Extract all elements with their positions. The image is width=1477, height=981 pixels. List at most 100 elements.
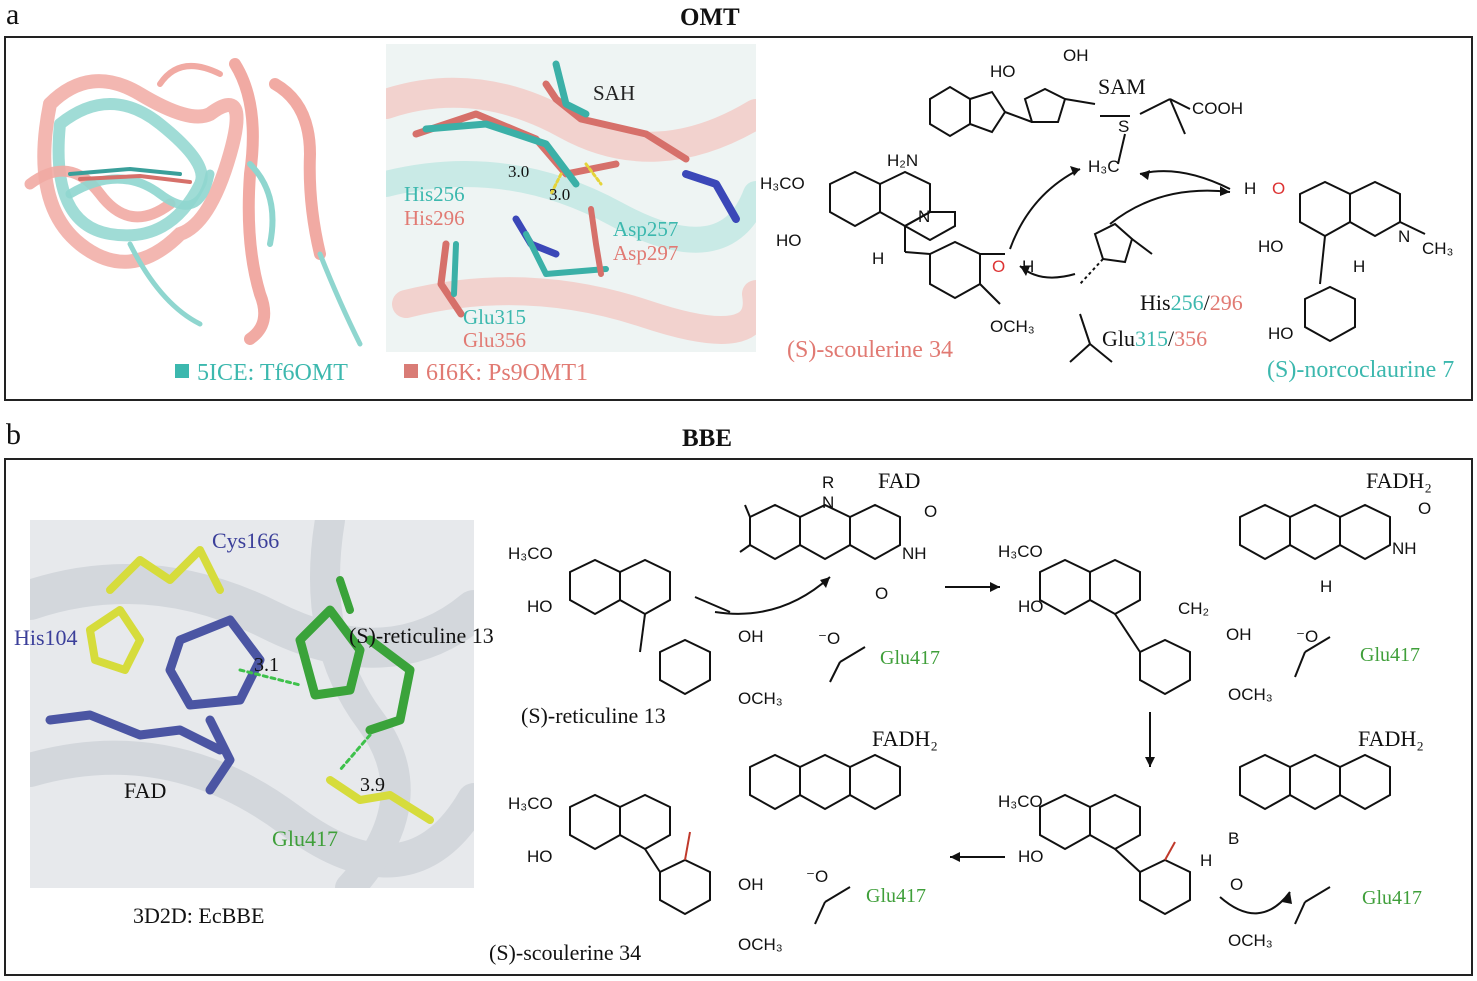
intermediate2-ho-label: HO xyxy=(1018,847,1044,866)
intermediate1-oh-label: OH xyxy=(1226,625,1252,644)
scoulerine-34-label: (S)-scoulerine 34 xyxy=(787,337,953,363)
norcoclaurine-phenol-ho-label: HO xyxy=(1268,324,1294,343)
intermediate2-b-label: B xyxy=(1228,829,1240,848)
sah-label: SAH xyxy=(593,81,636,105)
cys166-label: Cys166 xyxy=(212,528,280,553)
his296-label: His296 xyxy=(404,206,465,230)
distance-label-1: 3.0 xyxy=(508,162,530,181)
fadh2-1-o-label: O xyxy=(1418,499,1432,518)
glu-residue-prefix: Glu xyxy=(1102,326,1135,351)
fadh2-1-h-label: H xyxy=(1320,577,1333,596)
product-h3co-label: H₃CO xyxy=(508,794,553,813)
bbe-pdb-caption: 3D2D: EcBBE xyxy=(133,903,265,928)
fadh2-scheme-label-2: FADH₂ xyxy=(872,726,938,751)
distance-label-2: 3.0 xyxy=(549,185,571,204)
norcoclaurine-h-stereo-label: H xyxy=(1353,257,1366,276)
ribose-ho-label: HO xyxy=(990,62,1016,81)
fadh2-scheme-label-1: FADH₂ xyxy=(1366,468,1432,493)
panel-a-title: OMT xyxy=(680,4,740,31)
legend-swatch-ps9omt1 xyxy=(404,364,418,378)
glu417-scheme-label-4: Glu417 xyxy=(1362,887,1422,909)
his256-label: His256 xyxy=(404,182,465,206)
glu417-scheme-label-1: Glu417 xyxy=(880,647,940,669)
scoulerine-n-label: N xyxy=(918,207,931,226)
glu356-label: Glu356 xyxy=(463,328,526,352)
his-residue-prefix: His xyxy=(1140,290,1171,315)
scoulerine-och3-label: OCH₃ xyxy=(990,317,1035,336)
his-residue-separator: / xyxy=(1203,290,1210,315)
omt-overall-structure xyxy=(10,44,378,354)
fad-nh-label: NH xyxy=(902,544,927,563)
glu-o-minus-label-2: ⁻O xyxy=(1296,627,1319,646)
reticuline-oh-label: OH xyxy=(738,627,764,646)
norcoclaurine-7-label: (S)-norcoclaurine 7 xyxy=(1267,357,1455,383)
scoulerine-h-label: H xyxy=(872,249,885,268)
glu417-scheme-label-3: Glu417 xyxy=(866,885,926,907)
fad-structure-label: FAD xyxy=(124,778,167,803)
bbe-active-site-structure xyxy=(30,520,474,888)
intermediate1-ch2-label: CH₂ xyxy=(1178,599,1210,618)
glu-residue-number-b: 356 xyxy=(1174,326,1208,351)
intermediate2-och-label: OCH₃ xyxy=(1228,931,1273,950)
sulfonium-label: S xyxy=(1118,117,1130,136)
glu-residue-separator: / xyxy=(1168,326,1175,351)
omt-mechanism-scheme xyxy=(829,85,1426,363)
intermediate1-ho-label: HO xyxy=(1018,597,1044,616)
asp297-label: Asp297 xyxy=(613,241,679,265)
fad-scheme-label: FAD xyxy=(878,468,921,493)
product-och3-label: OCH₃ xyxy=(738,935,783,954)
legend-swatch-tf6omt xyxy=(175,364,189,378)
legend-label-ps9omt1: 6I6K: Ps9OMT1 xyxy=(426,360,589,386)
fad-r-label: R xyxy=(822,473,835,492)
cooh-label: COOH xyxy=(1192,99,1243,118)
intermediate2-h-label: H xyxy=(1200,851,1213,870)
scoulerine-34-scheme-label: (S)-scoulerine 34 xyxy=(489,940,642,965)
norcoclaurine-h-label: H xyxy=(1244,179,1257,198)
intermediate2-h3co-label: H₃CO xyxy=(998,792,1043,811)
scoulerine-ho-label: HO xyxy=(776,231,802,250)
sam-h3c-label: H₃C xyxy=(1088,157,1120,176)
glu-residue-label: Glu315/356 xyxy=(1102,328,1207,350)
his104-label: His104 xyxy=(14,625,78,650)
reticuline-structure-text: (S)-reticuline 13 xyxy=(349,623,494,648)
intermediate1-och3-label: OCH₃ xyxy=(1228,685,1273,704)
distance-3-9-label: 3.9 xyxy=(360,774,385,796)
his-residue-label: His256/296 xyxy=(1140,292,1243,314)
scoulerine-o-label: O xyxy=(992,257,1006,276)
norcoclaurine-ho-label: HO xyxy=(1258,237,1284,256)
glu315-label: Glu315 xyxy=(463,305,526,329)
scoulerine-h3co-label: H₃CO xyxy=(760,174,805,193)
intermediate1-h3co-label: H₃CO xyxy=(998,542,1043,561)
norcoclaurine-o-label: O xyxy=(1272,179,1286,198)
fadh2-scheme-label-3: FADH₂ xyxy=(1358,726,1424,751)
reticuline-13-scheme-label: (S)-reticuline 13 xyxy=(521,703,666,728)
fad-n-label: N xyxy=(822,493,835,512)
adenine-nh2-label: H₂N xyxy=(887,151,919,170)
panel-a-frame xyxy=(4,36,1473,401)
norcoclaurine-n-label: N xyxy=(1398,227,1411,246)
distance-3-1-label: 3.1 xyxy=(254,654,279,676)
reticuline-structure-label: (S)-reticuline 13 xyxy=(349,625,494,647)
panel-a-letter: a xyxy=(6,0,20,31)
reticuline-h3co-label: H₃CO xyxy=(508,544,553,563)
fadh2-1-nh-label: NH xyxy=(1392,539,1417,558)
product-ho-label: HO xyxy=(527,847,553,866)
omt-active-site-zoom xyxy=(386,44,756,352)
glu-o-minus-label-1: ⁻O xyxy=(818,629,841,648)
panel-b-frame xyxy=(4,458,1473,976)
legend-label-tf6omt: 5ICE: Tf6OMT xyxy=(197,360,348,386)
panel-b-letter: b xyxy=(6,418,21,451)
his-residue-number-a: 256 xyxy=(1170,290,1204,315)
asp257-label: Asp257 xyxy=(613,217,679,241)
panel-b-title: BBE xyxy=(682,425,733,452)
ribose-oh-label: OH xyxy=(1063,46,1089,65)
fad-o-label: O xyxy=(924,502,938,521)
bbe-mechanism-scheme xyxy=(569,503,1391,925)
glu-o-minus-label-3: ⁻O xyxy=(806,867,829,886)
his-residue-number-b: 296 xyxy=(1209,290,1243,315)
reticuline-ho-label: HO xyxy=(527,597,553,616)
norcoclaurine-ch3-label: CH₃ xyxy=(1422,239,1454,258)
fad-o2-label: O xyxy=(875,584,889,603)
scoulerine-oh-h-label: H xyxy=(1022,257,1035,276)
intermediate2-o-label: O xyxy=(1230,875,1244,894)
